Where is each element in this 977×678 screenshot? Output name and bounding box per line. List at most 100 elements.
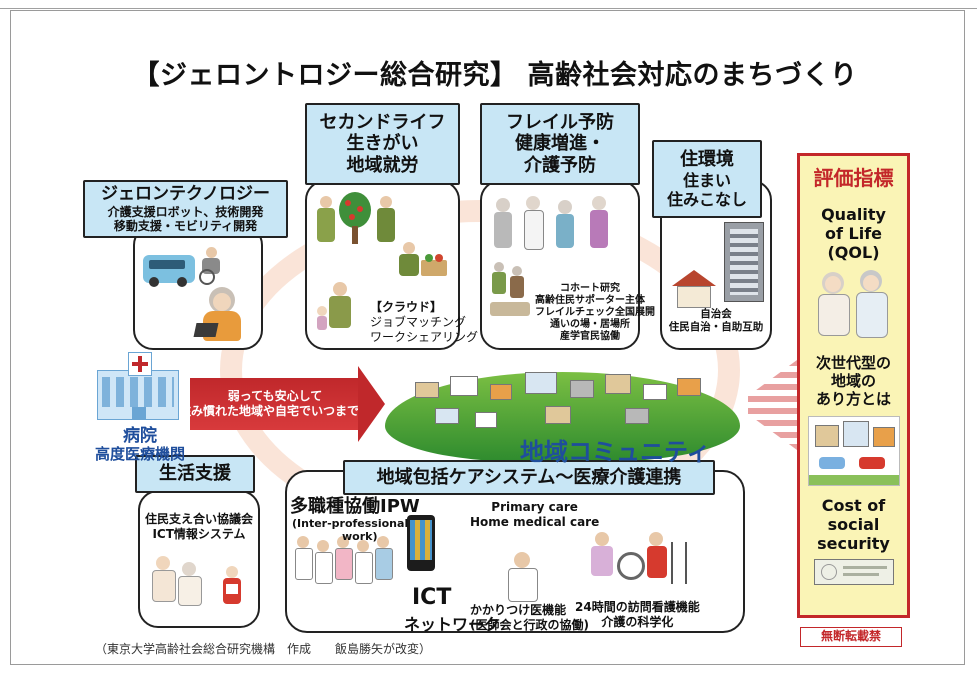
wheelchair-user-icon [199, 247, 223, 285]
home-care-group-icon [587, 532, 697, 602]
hospital-label2: 高度医療機関 [95, 445, 186, 463]
evaluation-panel: 評価指標 Quality of Life (QOL) 次世代型の 地域の あり方… [797, 153, 910, 618]
gerontech-title: ジェロンテクノロジー [101, 184, 270, 205]
evaluation-heading: 評価指標 [813, 166, 894, 190]
qol-line: Quality [821, 205, 886, 224]
neighborhood-icon [807, 416, 900, 486]
support-pair-icon [152, 556, 212, 616]
gerontech-line2: 移動支援・モビリティ開発 [113, 219, 258, 234]
tablet-device-icon [407, 515, 435, 571]
life-support-notes: 住民支え合い協議会 ICT情報システム [140, 512, 258, 542]
care-system-heading: 地域包括ケアシステム～医療介護連携 [343, 460, 715, 495]
house-icon [672, 270, 716, 308]
arrow-line2: 住み慣れた地域や自宅でいつまでも [179, 404, 372, 418]
frailty-line1: フレイル予防 [506, 111, 614, 133]
next-gen-line: あり方とは [815, 390, 891, 408]
network-label: ネットワーク [404, 615, 501, 634]
cost-label: Cost of social security [800, 496, 907, 553]
cost-line: Cost of [821, 496, 886, 515]
worker-figure-icon [375, 196, 397, 242]
frailty-note: 産学官民協働 [560, 331, 620, 342]
housing-line2: 住まい [682, 170, 731, 190]
no-reprint-label: 無断転載禁 [800, 627, 902, 647]
arrow-line1: 弱っても安心して [227, 389, 323, 403]
stay-home-arrow: 弱っても安心して 住み慣れた地域や自宅でいつまでも [179, 378, 371, 430]
gp-line2: (医師会と行政の協働) [470, 618, 589, 632]
life-support-title: 生活支援 [159, 463, 231, 485]
care-system-panel [285, 470, 745, 633]
housing-line3: 住みこなし [666, 189, 747, 209]
cost-line: security [817, 534, 890, 553]
life-support-panel [138, 490, 260, 628]
frailty-line3: 介護予防 [524, 154, 596, 176]
housing-note2: 住民自治・自助互助 [668, 321, 764, 333]
vegetable-stand-icon [399, 242, 449, 280]
housing-notes: 自治会 住民自治・自助互助 [662, 308, 770, 334]
qol-label: Quality of Life (QOL) [800, 205, 907, 262]
next-gen-line: 次世代型の [815, 354, 891, 372]
worker-figure-icon [315, 196, 337, 242]
second-life-heading: セカンドライフ 生きがい 地域就労 [305, 103, 460, 185]
ipw-en2: work) [342, 530, 378, 543]
housing-note1: 自治会 [700, 308, 732, 320]
ipw-en1: (Inter-professional [292, 517, 409, 530]
elderly-worker-icon [317, 282, 365, 332]
frailty-notes: コホート研究 高齢住民サポーター主体 フレイルチェック全国展開 通いの場・居場所… [535, 283, 655, 343]
frailty-note: コホート研究 [560, 283, 620, 294]
frailty-note: 通いの場・居場所 [550, 319, 630, 330]
ipw-title: 多職種協働IPW [290, 496, 420, 517]
frailty-line2: 健康増進・ [515, 133, 605, 155]
apartment-tower-icon [724, 222, 764, 302]
second-life-line2: 生きがい [346, 133, 419, 155]
second-life-line1: セカンドライフ [319, 111, 446, 133]
cloud-title: 【クラウド】 [370, 300, 443, 314]
elderly-couple-icon [814, 270, 894, 344]
life-support-line1: 住民支え合い協議会 [144, 512, 253, 526]
footer-caption: （東京大学高齢社会総合研究機構 作成 飯島勝矢が改変） [95, 642, 432, 656]
gp-label: かかりつけ医機能 (医師会と行政の協働) [470, 603, 589, 633]
care-staff-group-icon [295, 536, 405, 596]
qol-line: of Life [824, 224, 882, 243]
community-label: 地域コミュニティ [520, 438, 711, 466]
frailty-note: 高齢住民サポーター主体 [535, 295, 645, 306]
ipw-label: 多職種協働IPW (Inter-professional work) [290, 496, 420, 544]
hospital-label1: 病院 [123, 426, 157, 446]
elderly-laptop-icon [193, 287, 255, 345]
arrow-head-icon [358, 366, 385, 442]
next-gen-label: 次世代型の 地域の あり方とは [800, 354, 907, 408]
ict-label: ICT [412, 585, 452, 610]
doctor-figure-icon [502, 552, 542, 602]
primary-care-label: Primary care Home medical care [470, 500, 599, 530]
nursing-line2: 介護の科学化 [601, 615, 674, 629]
banknote-icon [813, 559, 894, 585]
cloud-line2: ワークシェアリング [370, 330, 479, 344]
top-rule [0, 8, 977, 9]
gerontech-line1: 介護支援ロボット、技術開発 [107, 204, 264, 219]
community-hill [385, 372, 740, 462]
care-system-title: 地域包括ケアシステム～医療介護連携 [376, 466, 682, 488]
next-gen-line: 地域の [830, 372, 876, 390]
mobility-bus-icon [143, 255, 195, 287]
cost-line: social [827, 515, 880, 534]
apple-tree-icon [339, 192, 371, 244]
qol-line: (QOL) [827, 243, 880, 262]
housing-line1: 住環境 [680, 149, 734, 171]
housing-heading: 住環境 住まい 住みこなし [652, 140, 762, 218]
hospital-label: 病院 高度医療機関 [95, 427, 185, 463]
primary-care-line1: Primary care [491, 500, 578, 514]
gerontech-panel [133, 225, 263, 350]
hospital-cross-icon [128, 352, 152, 376]
community-group-icon [490, 262, 530, 322]
life-support-line2: ICT情報システム [152, 527, 246, 541]
nursing-line1: 24時間の訪問看護機能 [575, 600, 700, 614]
primary-care-line2: Home medical care [470, 515, 600, 529]
frailty-note: フレイルチェック全国展開 [535, 307, 655, 318]
frailty-panel [480, 180, 640, 350]
cloud-note: 【クラウド】 ジョブマッチング ワークシェアリング [370, 300, 478, 345]
frailty-heading: フレイル予防 健康増進・ 介護予防 [480, 103, 640, 185]
gp-line1: かかりつけ医機能 [470, 603, 567, 617]
cloud-line1: ジョブマッチング [370, 315, 467, 329]
hospital-building-icon [97, 370, 179, 420]
second-life-line3: 地域就労 [346, 154, 419, 176]
nursing-label: 24時間の訪問看護機能 介護の科学化 [575, 600, 700, 630]
